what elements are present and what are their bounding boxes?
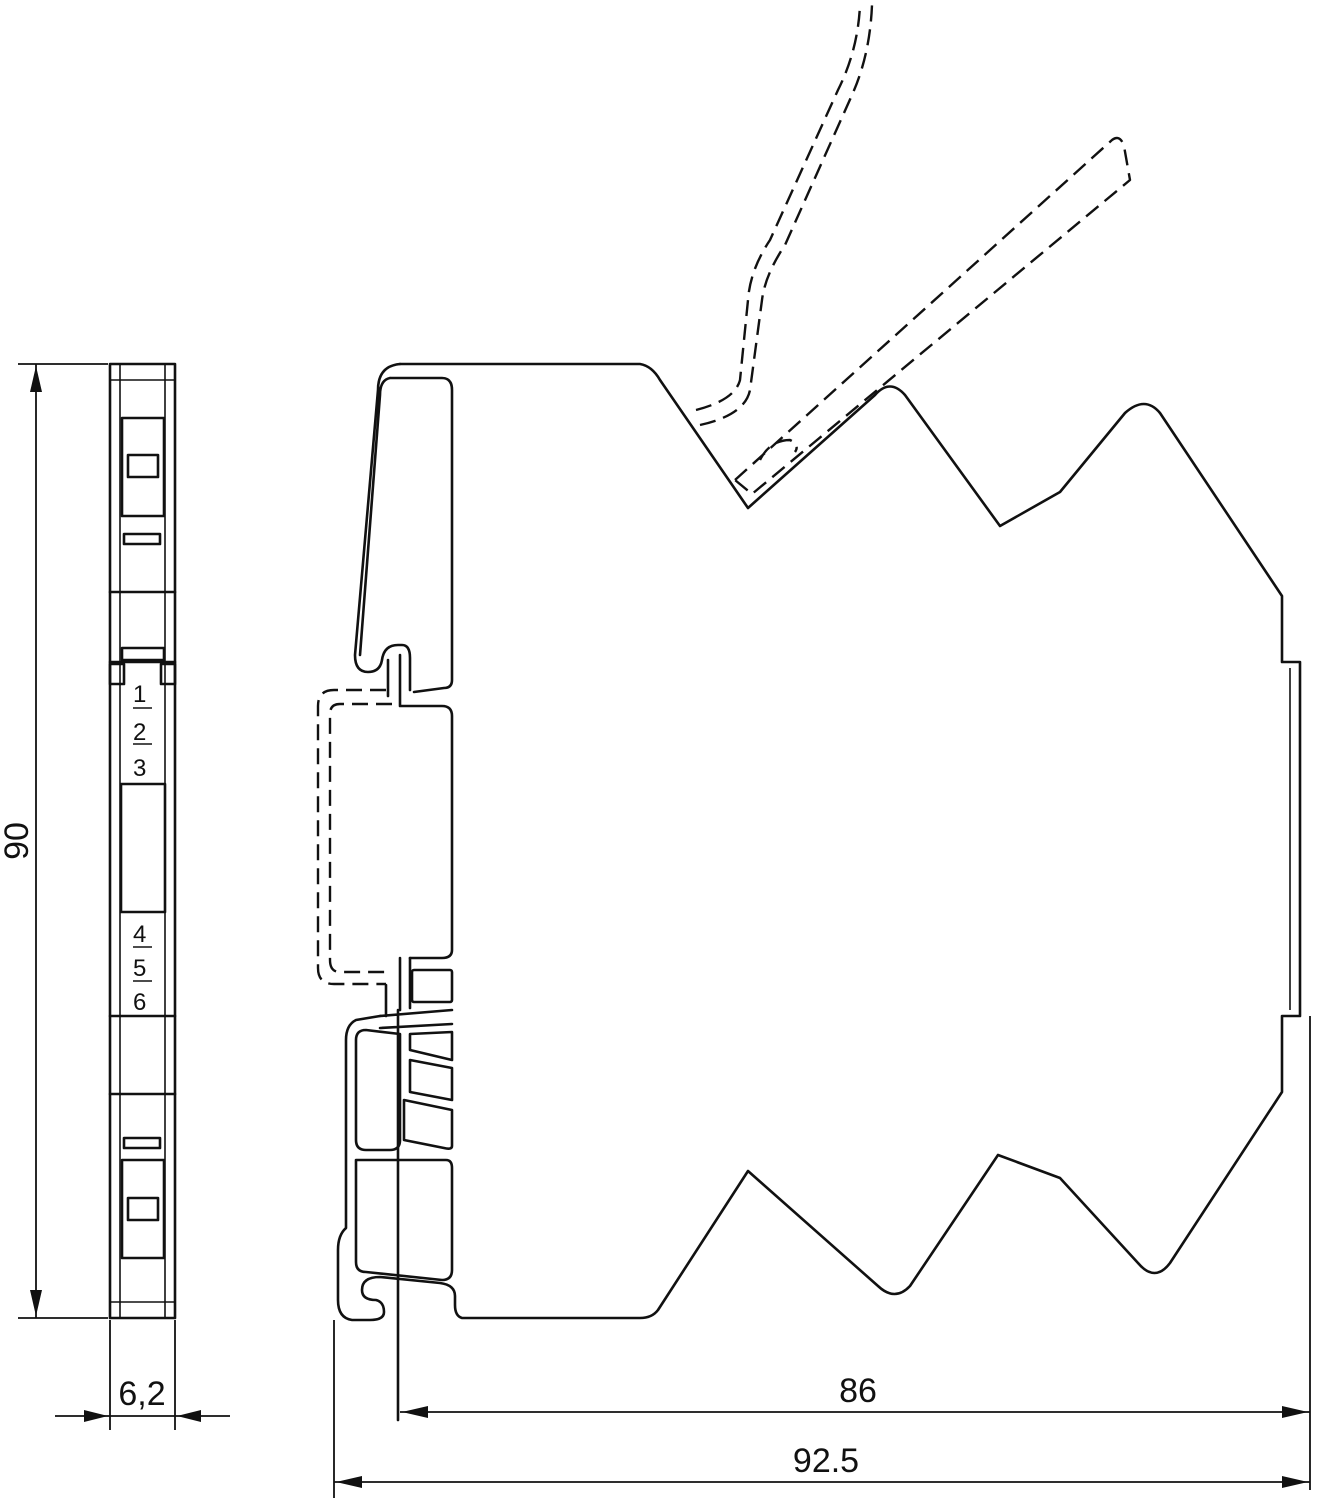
terminal-label: 1 [133, 681, 146, 708]
terminal-label: 3 [133, 755, 146, 782]
terminal-labels-lower: 4 5 6 [133, 921, 152, 1016]
din-rail-dashed [316, 688, 392, 986]
width-label: 6,2 [118, 1375, 165, 1413]
terminal-label: 6 [133, 989, 146, 1016]
lower-rail-clip [354, 956, 454, 1422]
terminal-labels-upper: 1 2 3 [133, 681, 152, 782]
depth-total-label: 92.5 [793, 1442, 859, 1480]
lower-clamp [108, 1014, 177, 1260]
screwdriver-dashed [733, 136, 1132, 496]
housing-outline [336, 362, 1302, 1322]
terminal-label: 5 [133, 955, 146, 982]
terminal-label: 4 [133, 921, 146, 948]
dimension-depth-total: 92.5 [333, 1320, 1310, 1498]
depth-rail-label: 86 [839, 1372, 877, 1410]
height-label: 90 [0, 822, 36, 860]
upper-rail-hook [353, 362, 454, 960]
wire-dashed [695, 4, 874, 427]
led-window [119, 782, 167, 914]
side-view [316, 4, 1302, 1422]
dimension-depth-rail: 86 [400, 1016, 1311, 1490]
dimension-height: 90 [0, 363, 108, 1319]
dimension-width: 6,2 [55, 1320, 230, 1430]
upper-clamp [108, 416, 177, 686]
front-view-outline [108, 362, 177, 1320]
terminal-label: 2 [133, 719, 146, 746]
front-view: 1 2 3 4 5 6 [108, 362, 177, 1320]
